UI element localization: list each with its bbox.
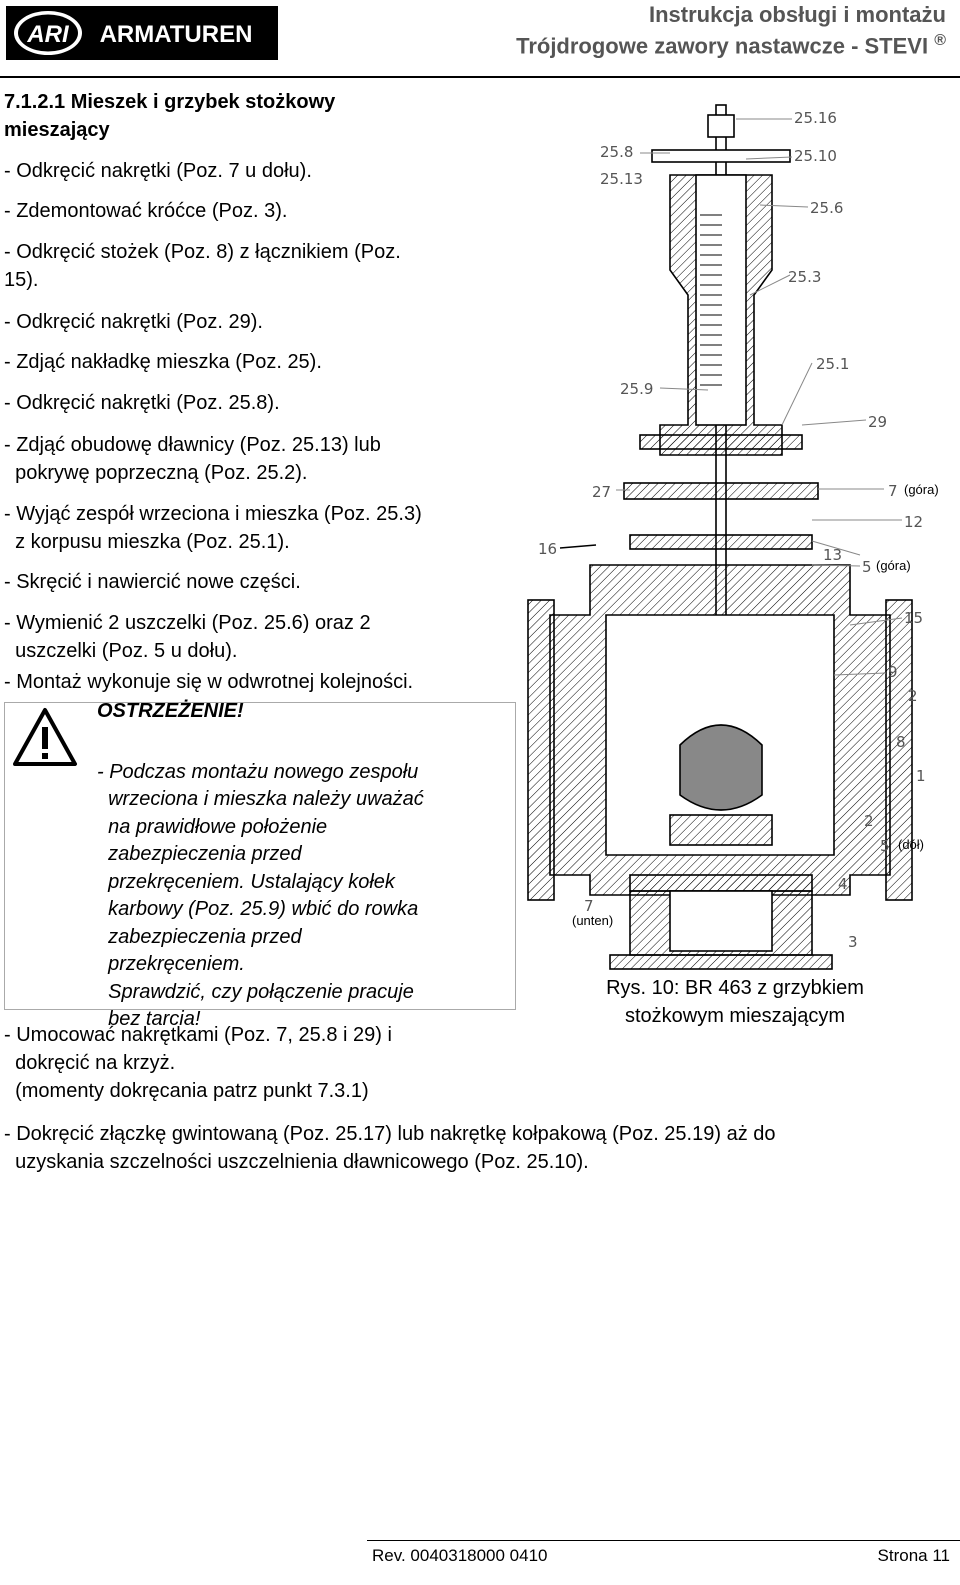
warning-line: zabezpieczenia przed bbox=[97, 843, 302, 865]
label-7-top: 7 bbox=[888, 482, 898, 500]
step-7: - Zdjąć obudowę dławnicy (Poz. 25.13) lu… bbox=[4, 431, 519, 487]
step-line: - Zdemontować króćce (Poz. 3). bbox=[4, 200, 288, 222]
label-25-16: 25.16 bbox=[794, 109, 837, 127]
label-25-1: 25.1 bbox=[816, 355, 849, 373]
step-line: - Odkręcić nakrętki (Poz. 7 u dołu). bbox=[4, 160, 312, 182]
step-line: uszczelki (Poz. 5 u dołu). bbox=[4, 640, 238, 662]
warning-line: - Podczas montażu nowego zespołu bbox=[97, 760, 419, 783]
registered-mark: ® bbox=[934, 32, 946, 49]
step-line: pokrywę poprzeczną (Poz. 25.2). bbox=[4, 462, 308, 484]
step-line: - Montaż wykonuje się w odwrotnej kolejn… bbox=[4, 671, 414, 693]
document-subtitle-text: Trójdrogowe zawory nastawcze - STEVI bbox=[516, 33, 929, 59]
step-tighten-gland: - Dokręcić złączkę gwintowaną (Poz. 25.1… bbox=[4, 1120, 954, 1176]
logo-ari-text: ARI bbox=[26, 21, 70, 48]
label-25-6: 25.6 bbox=[810, 199, 843, 217]
step-fasten: - Umocować nakrętkami (Poz. 7, 25.8 i 29… bbox=[4, 1021, 519, 1105]
step-line: (momenty dokręcania patrz punkt 7.3.1) bbox=[4, 1080, 369, 1102]
label-25-13: 25.13 bbox=[600, 170, 643, 188]
step-line: 15). bbox=[4, 269, 39, 291]
step-3: - Odkręcić stożek (Poz. 8) z łącznikiem … bbox=[4, 238, 519, 294]
warning-line: bez tarcia! bbox=[97, 1008, 201, 1030]
footer-rule bbox=[367, 1540, 960, 1541]
warning-line: zabezpieczenia przed bbox=[97, 925, 302, 948]
step-line: - Skręcić i nawiercić nowe części. bbox=[4, 571, 301, 593]
step-line: - Odkręcić stożek (Poz. 8) z łącznikiem … bbox=[4, 241, 401, 263]
step-5: - Zdjąć nakładkę mieszka (Poz. 25). bbox=[4, 348, 519, 376]
step-line: - Wyjąć zespół wrzeciona i mieszka (Poz.… bbox=[4, 503, 422, 525]
label-12: 12 bbox=[904, 513, 923, 531]
warning-line: wrzeciona i mieszka należy uważać bbox=[97, 788, 424, 810]
label-2-lower: 2 bbox=[864, 812, 874, 830]
label-7-top-note: (góra) bbox=[904, 482, 939, 497]
step-line: - Zdjąć nakładkę mieszka (Poz. 25). bbox=[4, 351, 322, 373]
warning-triangle-icon bbox=[13, 708, 77, 766]
step-1: - Odkręcić nakrętki (Poz. 7 u dołu). bbox=[4, 157, 519, 185]
label-7-bottom-note: (unten) bbox=[572, 913, 613, 928]
label-8: 8 bbox=[896, 733, 906, 751]
warning-line: przekręceniem. Ustalający kołek bbox=[97, 870, 395, 893]
step-line: - Zdjąć obudowę dławnicy (Poz. 25.13) lu… bbox=[4, 434, 381, 456]
valve-cross-section-figure: 25.16 25.10 25.8 25.13 25.6 25.3 25.1 25… bbox=[527, 104, 939, 970]
label-16: 16 bbox=[538, 540, 557, 558]
label-5-top: 5 bbox=[862, 558, 872, 576]
ari-armaturen-logo: ARI ARMATUREN bbox=[6, 6, 278, 60]
step-9: - Skręcić i nawiercić nowe części. bbox=[4, 568, 519, 596]
label-15: 15 bbox=[904, 609, 923, 627]
step-line: - Odkręcić nakrętki (Poz. 25.8). bbox=[4, 392, 280, 414]
step-10: - Wymienić 2 uszczelki (Poz. 25.6) oraz … bbox=[4, 609, 519, 665]
step-line: - Wymienić 2 uszczelki (Poz. 25.6) oraz … bbox=[4, 612, 371, 634]
label-13: 13 bbox=[823, 546, 842, 564]
label-5-bottom-note: (dół) bbox=[898, 837, 924, 852]
step-line: uzyskania szczelności uszczelnienia dław… bbox=[4, 1151, 589, 1173]
label-9: 9 bbox=[888, 663, 898, 681]
step-4: - Odkręcić nakrętki (Poz. 29). bbox=[4, 308, 519, 336]
label-5-top-note: (góra) bbox=[876, 558, 911, 573]
document-subtitle: Trójdrogowe zawory nastawcze - STEVI ® bbox=[516, 32, 946, 59]
label-7-bottom: 7 bbox=[584, 897, 594, 915]
label-29: 29 bbox=[868, 413, 887, 431]
label-1: 1 bbox=[916, 767, 926, 785]
footer-page-number: Strona 11 bbox=[877, 1546, 950, 1565]
caption-line: stożkowym mieszającym bbox=[624, 1005, 846, 1027]
step-line: - Dokręcić złączkę gwintowaną (Poz. 25.1… bbox=[4, 1123, 776, 1145]
header-rule bbox=[0, 76, 960, 78]
warning-line: na prawidłowe położenie bbox=[97, 815, 328, 838]
warning-box bbox=[4, 702, 516, 1010]
step-line: - Umocować nakrętkami (Poz. 7, 25.8 i 29… bbox=[4, 1024, 392, 1046]
label-5-bottom: 5 bbox=[880, 837, 890, 855]
logo-armaturen-text: ARMATUREN bbox=[100, 21, 253, 48]
label-3: 3 bbox=[848, 933, 858, 951]
step-line: - Odkręcić nakrętki (Poz. 29). bbox=[4, 311, 263, 333]
warning-line: karbowy (Poz. 25.9) wbić do rowka bbox=[97, 898, 419, 920]
step-line: dokręcić na krzyż. bbox=[4, 1052, 176, 1074]
caption-line: Rys. 10: BR 463 z grzybkiem bbox=[606, 977, 864, 999]
step-6: - Odkręcić nakrętki (Poz. 25.8). bbox=[4, 389, 519, 417]
label-25-10: 25.10 bbox=[794, 147, 837, 165]
step-8: - Wyjąć zespół wrzeciona i mieszka (Poz.… bbox=[4, 500, 519, 556]
label-2-upper: 2 bbox=[908, 687, 918, 705]
warning-line: Sprawdzić, czy połączenie pracuje bbox=[97, 980, 414, 1003]
footer-revision: Rev. 0040318000 0410 bbox=[372, 1546, 548, 1565]
label-25-3: 25.3 bbox=[788, 268, 821, 286]
step-2: - Zdemontować króćce (Poz. 3). bbox=[4, 197, 519, 225]
warning-title: OSTRZEŻENIE! bbox=[97, 700, 244, 722]
figure-caption: Rys. 10: BR 463 z grzybkiem stożkowym mi… bbox=[560, 974, 910, 1030]
document-title: Instrukcja obsługi i montażu bbox=[648, 2, 946, 27]
section-title: 7.1.2.1 Mieszek i grzybek stożkowy miesz… bbox=[4, 91, 336, 141]
warning-body: - Podczas montażu nowego zespołu wrzecio… bbox=[97, 731, 507, 1034]
pin-16-mark bbox=[559, 544, 597, 549]
warning-line: przekręceniem. bbox=[97, 953, 245, 975]
step-11: - Montaż wykonuje się w odwrotnej kolejn… bbox=[4, 668, 519, 696]
label-25-8: 25.8 bbox=[600, 143, 633, 161]
label-4: 4 bbox=[838, 875, 848, 893]
label-25-9: 25.9 bbox=[620, 380, 653, 398]
label-27: 27 bbox=[592, 483, 611, 501]
step-line: z korpusu mieszka (Poz. 25.1). bbox=[4, 531, 290, 553]
